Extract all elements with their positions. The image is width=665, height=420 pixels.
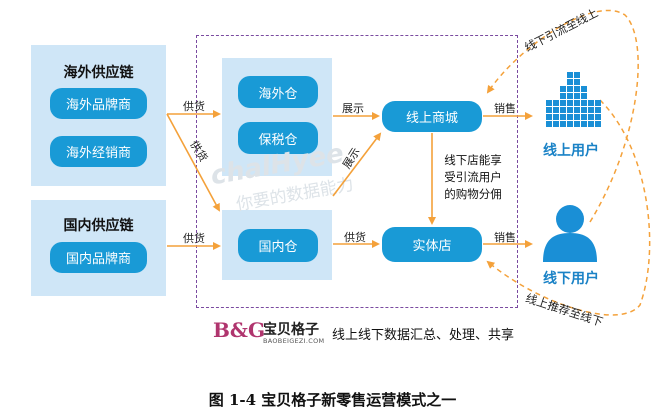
domestic-warehouse-panel: 国内仓 [222, 210, 332, 280]
offline-user-icon [543, 205, 597, 262]
commission-note-line-1: 线下店能享 [444, 153, 502, 167]
curve-online-to-offline [486, 99, 651, 316]
commission-note-line-2: 受引流用户 [444, 170, 502, 184]
brand-name: 宝贝格子 [263, 322, 319, 338]
online-users-label: 线上用户 [543, 143, 599, 159]
label-display-1: 展示 [342, 102, 364, 115]
overseas-brand-node: 海外品牌商 [50, 88, 147, 119]
bonded-warehouse-node: 保税仓 [238, 122, 318, 154]
offline-store-node: 实体店 [382, 227, 482, 262]
offline-users-label: 线下用户 [543, 271, 599, 287]
brand-logo-mark: B&G [213, 318, 266, 342]
online-mall-node: 线上商城 [382, 101, 482, 132]
arrow-display-2 [332, 132, 382, 197]
arrow-supply-cross [166, 113, 220, 212]
label-supply-overseas: 供货 [183, 100, 205, 113]
brand-logo: B&G 宝贝格子 BAOBEIGEZI.COM [213, 318, 325, 346]
domestic-brand-node: 国内品牌商 [50, 242, 147, 273]
domestic-warehouse-node: 国内仓 [238, 229, 318, 262]
label-sales-offline: 销售 [494, 231, 516, 244]
label-supply-domestic: 供货 [183, 232, 205, 245]
domestic-supply-chain-title: 国内供应链 [63, 218, 134, 234]
brand-tagline: 线上线下数据汇总、处理、共享 [332, 328, 515, 343]
label-sales-online: 销售 [494, 102, 516, 115]
label-supply-to-store: 供货 [344, 231, 366, 244]
brand-domain: BAOBEIGEZI.COM [263, 337, 325, 345]
curve-offline-to-online [486, 9, 639, 223]
commission-note: 线下店能享 受引流用户 的购物分佣 [438, 152, 508, 203]
online-users-icon [546, 72, 601, 127]
commission-note-line-3: 的购物分佣 [444, 187, 502, 201]
domestic-supply-chain-panel: 国内供应链 国内品牌商 [31, 200, 166, 296]
overseas-warehouse-panel: 海外仓 保税仓 [222, 58, 332, 176]
overseas-distributor-node: 海外经销商 [50, 136, 147, 167]
overseas-warehouse-node: 海外仓 [238, 76, 318, 108]
data-platform-frame [196, 35, 518, 308]
figure-caption: 图 1-4 宝贝格子新零售运营模式之一 [208, 391, 457, 409]
overseas-supply-chain-title: 海外供应链 [63, 65, 134, 81]
overseas-supply-chain-panel: 海外供应链 海外品牌商 海外经销商 [31, 45, 166, 186]
